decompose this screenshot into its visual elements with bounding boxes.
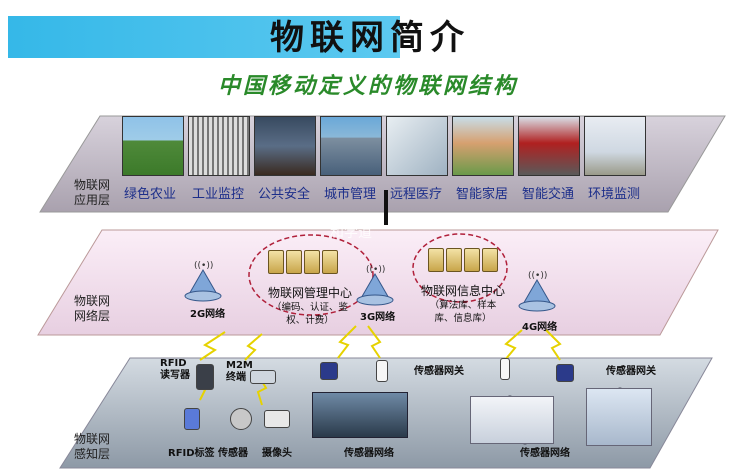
sensor-gateway-icon [500,358,510,380]
sensor-gateway-label: 传感器网关 [606,366,656,377]
sensor-network-photo [586,388,652,446]
app-label-industrial: 工业监控 [192,187,245,202]
svg-text:((•)): ((•)) [366,265,385,275]
sensor-network-photo [312,392,408,438]
rfid-reader-label: RFID 读写器 [160,358,190,381]
network-label-4g: 4G网络 [522,322,558,333]
sensor-gateway-label: 传感器网关 [414,366,464,377]
m2m-terminal-icon [250,370,276,384]
photo-traffic [518,116,580,176]
photo-environment [584,116,646,176]
server-icon [482,248,498,272]
server-icon [286,250,302,274]
info-center-ellipse [412,233,508,303]
camera-label: 摄像头 [262,448,292,459]
wireless-link [199,331,226,361]
server-icon [268,250,284,274]
rfid-tag-label: RFID标签 [168,448,215,459]
m2m-terminal-label: M2M 终端 [226,360,253,383]
info-server-icons [428,248,498,272]
app-label-medical: 远程医疗 [390,187,443,202]
subtitle: 中国移动定义的物联网结构 [218,73,519,99]
network-layer-label: 物联网 网络层 [74,294,111,323]
app-label-agriculture: 绿色农业 [124,187,177,202]
photo-security [254,116,316,176]
app-label-traffic: 智能交通 [522,187,575,202]
rfid-tag-icon [184,408,200,430]
application-layer-label: 物联网 应用层 [74,178,111,207]
network-label-2g: 2G网络 [190,309,226,320]
svg-text:((•)): ((•)) [194,261,213,271]
rfid-reader-icon [196,364,214,390]
camera-icon [264,410,290,428]
app-label-security: 公共安全 [258,187,311,202]
perception-layer-label: 物联网 感知层 [74,432,111,461]
title-bar [8,16,400,58]
sensor-gateway-icon [320,362,338,380]
base-station-icon: ((•)) [356,265,394,306]
sensor-gateway-icon [376,360,388,382]
wireless-link [337,325,357,359]
photo-smarthome [452,116,514,176]
server-icon [322,250,338,274]
info-center-title: 物联网信息中心 [420,284,505,298]
app-label-smarthome: 智能家居 [456,187,509,202]
sensor-network-label: 传感器网络 [344,448,394,459]
mgmt-center-text: 物联网管理中心 （编码、认证、鉴 权、计费） [250,286,370,327]
server-icon [428,248,444,272]
app-label-environment: 环境监测 [588,187,641,202]
mgmt-server-icons [268,250,338,274]
server-icon [446,248,462,272]
server-icon [304,250,320,274]
base-station-icon: ((•)) [518,271,556,312]
sensor-icon [230,408,252,430]
mgmt-center-title: 物联网管理中心 [267,286,352,300]
info-center-text: 物联网信息中心 （算法库、样本 库、信息库） [408,284,518,325]
watermark: 和学道 [330,225,372,241]
mgmt-center-ellipse [248,234,374,316]
photo-agriculture [122,116,184,176]
base-station-icon: ((•)) [184,261,222,302]
network-label-3g: 3G网络 [360,312,396,323]
sensor-network-photo [470,396,554,444]
wireless-link [545,329,562,361]
page-title: 物联网简介 [270,18,470,58]
wireless-link [367,325,382,359]
sensor-gateway-icon [556,364,574,382]
photo-medical [386,116,448,176]
photo-industrial [188,116,250,176]
svg-text:((•)): ((•)) [528,271,547,281]
server-icon [464,248,480,272]
app-label-city: 城市管理 [324,187,377,202]
sensor-network-label: 传感器网络 [520,448,570,459]
wireless-link [244,333,263,361]
wireless-link [504,329,523,361]
photo-city [320,116,382,176]
sensor-label: 传感器 [218,448,248,459]
